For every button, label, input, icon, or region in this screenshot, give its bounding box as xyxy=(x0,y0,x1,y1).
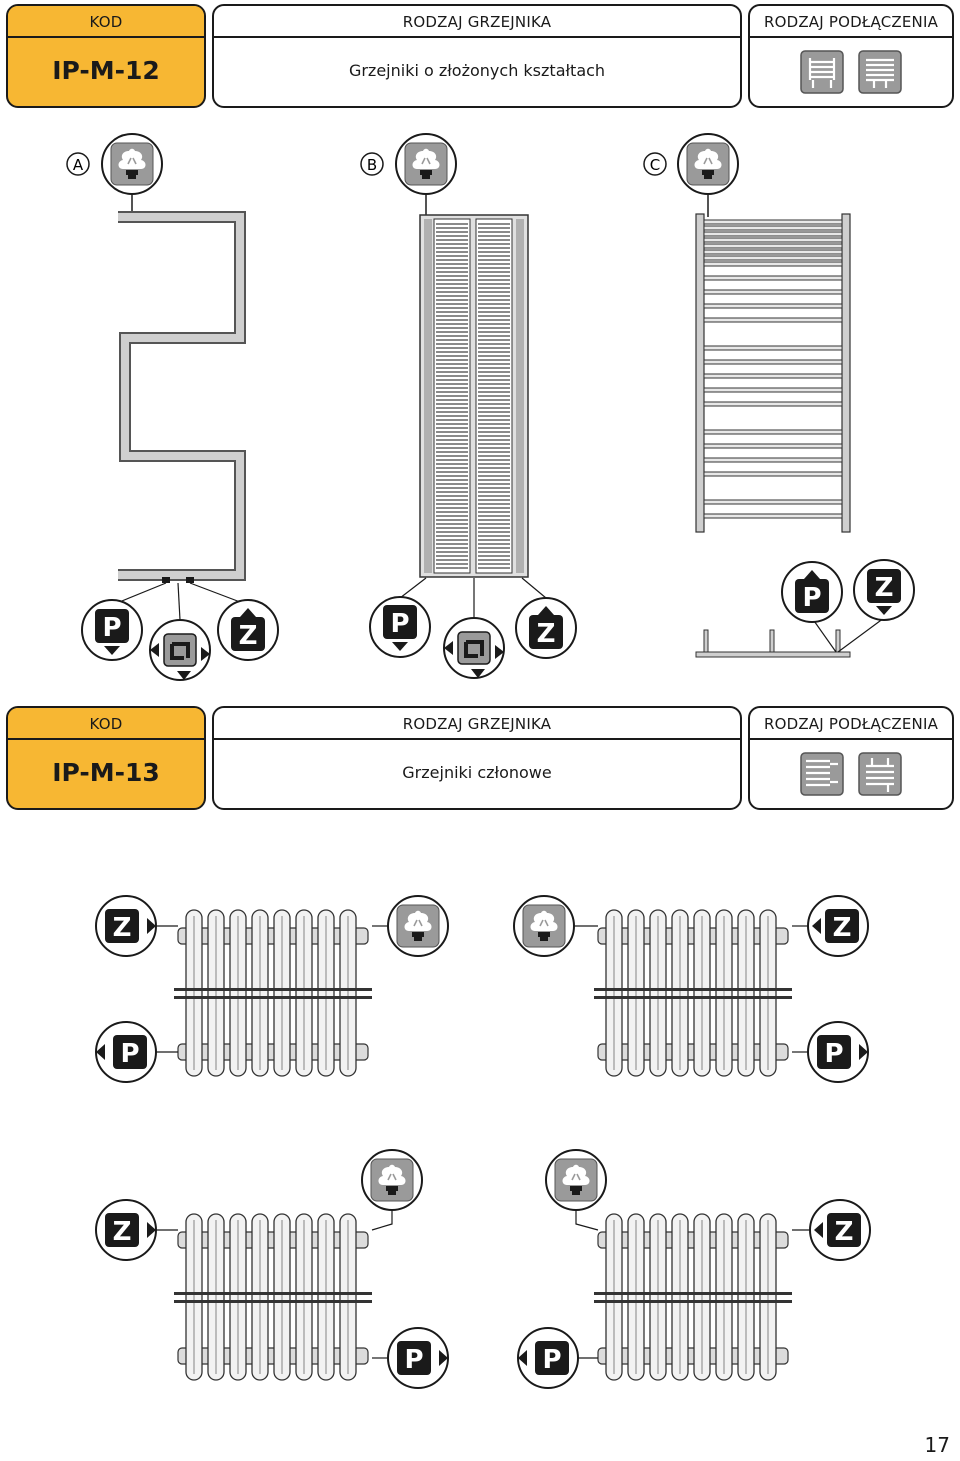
radiator-top-connection-icon xyxy=(858,752,902,796)
supply-badge-side xyxy=(807,1021,869,1083)
header-ip-m-12: KOD IP-M-12 RODZAJ GRZEJNIKA Grzejniki o… xyxy=(6,4,954,112)
return-badge-side xyxy=(807,895,869,957)
towel-radiator-bottom-connection-icon xyxy=(800,50,844,94)
variant-b-label: B xyxy=(367,156,377,174)
return-badge-side xyxy=(95,1199,157,1261)
two-way-valve-icon xyxy=(442,616,506,680)
cast-iron-radiator xyxy=(174,910,372,1076)
towel-radiator-bottom-connection-alt-icon xyxy=(858,50,902,94)
return-badge-side xyxy=(95,895,157,957)
vertical-panel-radiator-b xyxy=(419,214,529,578)
air-vent-valve-icon xyxy=(101,133,163,195)
air-vent-valve-icon xyxy=(513,895,575,957)
supply-badge-side xyxy=(387,1327,449,1389)
radiator-type-value: Grzejniki członowe xyxy=(402,763,552,782)
connection-type-label: RODZAJ PODŁĄCZENIA xyxy=(750,708,952,740)
return-badge-side xyxy=(809,1199,871,1261)
page-number: 17 xyxy=(924,1433,950,1457)
cast-iron-radiator xyxy=(594,1214,792,1380)
return-badge xyxy=(853,559,915,621)
air-vent-valve-icon xyxy=(677,133,739,195)
connection-type-box: RODZAJ PODŁĄCZENIA xyxy=(748,4,954,108)
code-label: KOD xyxy=(8,708,204,740)
supply-badge-side xyxy=(95,1021,157,1083)
variant-a-label: A xyxy=(73,156,84,174)
code-box: KOD IP-M-12 xyxy=(6,4,206,108)
radiator-type-label: RODZAJ GRZEJNIKA xyxy=(214,6,740,38)
supply-badge xyxy=(369,596,431,658)
radiator-type-value: Grzejniki o złożonych kształtach xyxy=(348,61,606,80)
radiator-side-connection-icon xyxy=(800,752,844,796)
code-label: KOD xyxy=(8,6,204,38)
radiator-type-box: RODZAJ GRZEJNIKA Grzejniki członowe xyxy=(212,706,742,810)
code-value: IP-M-13 xyxy=(52,758,160,787)
return-badge xyxy=(515,597,577,659)
air-vent-valve-icon xyxy=(387,895,449,957)
cast-iron-radiator xyxy=(594,910,792,1076)
two-way-valve-icon xyxy=(148,618,212,682)
towel-ladder-radiator-c xyxy=(695,213,851,533)
connection-type-box: RODZAJ PODŁĄCZENIA xyxy=(748,706,954,810)
return-badge xyxy=(217,599,279,661)
radiator-type-label: RODZAJ GRZEJNIKA xyxy=(214,708,740,740)
cast-iron-radiator xyxy=(174,1214,372,1380)
code-value: IP-M-12 xyxy=(52,56,160,85)
zigzag-radiator-a xyxy=(118,211,246,583)
radiator-type-box: RODZAJ GRZEJNIKA Grzejniki o złożonych k… xyxy=(212,4,742,108)
variant-c-label: C xyxy=(650,156,660,174)
supply-badge-side xyxy=(517,1327,579,1389)
header-ip-m-13: KOD IP-M-13 RODZAJ GRZEJNIKA Grzejniki c… xyxy=(6,706,954,814)
air-vent-valve-icon xyxy=(361,1149,423,1211)
supply-badge xyxy=(781,561,843,623)
code-box: KOD IP-M-13 xyxy=(6,706,206,810)
variant-labels xyxy=(66,152,667,176)
air-vent-valve-icon xyxy=(545,1149,607,1211)
air-vent-valve-icon xyxy=(395,133,457,195)
connection-type-label: RODZAJ PODŁĄCZENIA xyxy=(750,6,952,38)
towel-radiator-bottom-view xyxy=(695,629,851,658)
supply-badge xyxy=(81,599,143,661)
